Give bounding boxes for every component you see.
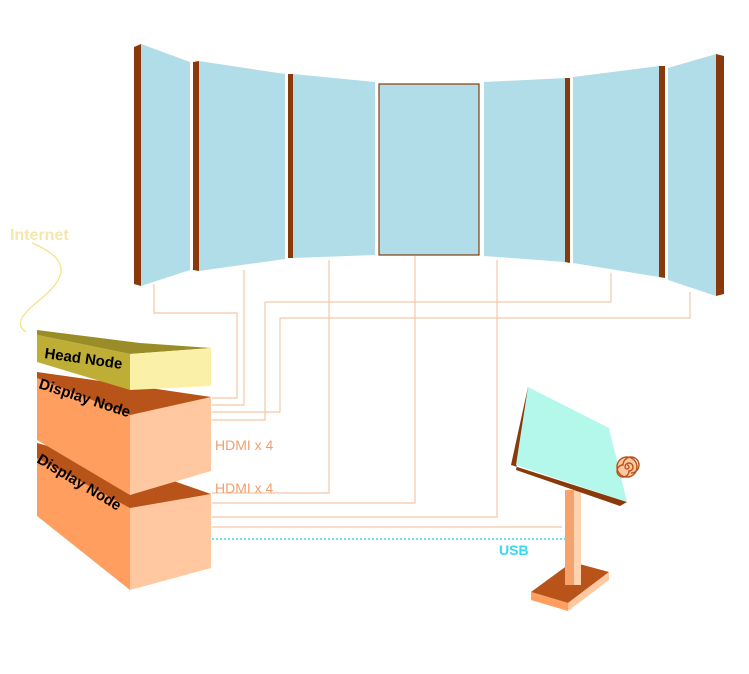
cable-screen-1 [153, 284, 238, 399]
cable-screen-2 [212, 270, 245, 406]
cable-screen-4 [212, 256, 416, 504]
hdmi-label-upper: HDMI x 4 [215, 437, 274, 453]
internet-cable [19, 242, 62, 333]
display-node-1 [37, 372, 211, 495]
wall-screen-3 [288, 74, 375, 258]
wall-screen-1 [134, 44, 190, 286]
internet-label: Internet [10, 227, 69, 244]
usb-label: USB [499, 542, 529, 558]
head-node [37, 330, 211, 390]
cable-screen-5 [212, 260, 498, 518]
hdmi-cables [153, 256, 691, 528]
wall-screen-7 [668, 54, 724, 296]
display-wall [134, 44, 724, 296]
cable-screen-6 [212, 273, 612, 421]
wall-screen-2 [193, 61, 285, 271]
wall-screen-6 [573, 66, 665, 278]
cable-screen-7 [212, 292, 691, 413]
kiosk-post [565, 490, 574, 585]
wall-screen-5 [484, 78, 570, 263]
wall-screen-4 [378, 83, 480, 256]
cable-screen-3 [212, 260, 330, 494]
hdmi-label-lower: HDMI x 4 [215, 480, 274, 496]
kiosk-stand [511, 387, 640, 611]
spiral-icon [616, 456, 640, 478]
kiosk-screen [516, 387, 627, 502]
kiosk-screen-edge [511, 387, 627, 506]
